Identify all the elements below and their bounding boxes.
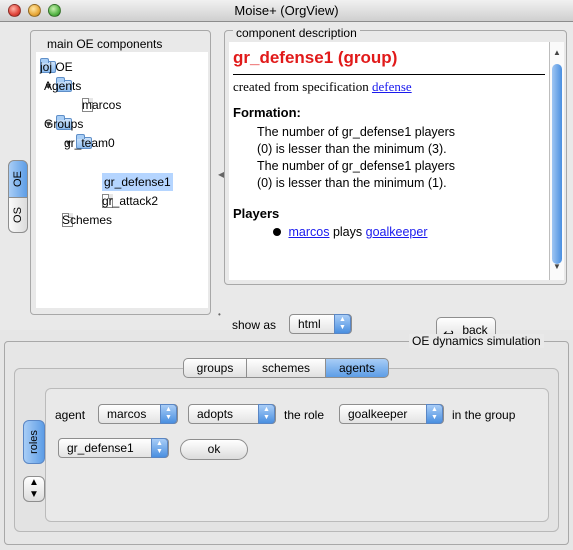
window-title: Moise+ (OrgView) <box>234 3 339 18</box>
splitter-grip-icon[interactable]: • <box>218 310 221 319</box>
tree-node-label: Groups <box>44 117 84 131</box>
top-pane: OE OS main OE components joj OE ▼ Agents… <box>0 22 573 343</box>
tree-node-label: Schemes <box>62 213 113 227</box>
scrollbar-thumb[interactable] <box>552 64 562 264</box>
updown-arrows-icon: ▲▼ <box>160 404 177 424</box>
tree-node-label: Agents <box>44 79 82 93</box>
description-title: component description <box>233 26 360 40</box>
tree-node-label: gr_attack2 <box>102 194 159 208</box>
agent-select-value: marcos <box>107 407 147 421</box>
description-group-box <box>224 30 567 285</box>
role-link[interactable]: goalkeeper <box>365 225 428 239</box>
document-icon <box>82 98 93 112</box>
tab-os[interactable]: OS <box>8 197 28 233</box>
tree-node-label: gr_defense1 <box>102 173 173 191</box>
components-tree[interactable]: joj OE ▼ Agents marcos ▼ Groups ▼ gr_tea… <box>36 52 208 308</box>
description-scrollbar[interactable]: ▲ ▼ <box>549 42 564 280</box>
updown-arrows-icon: ▲▼ <box>258 404 275 424</box>
title-bar: Moise+ (OrgView) <box>0 0 573 22</box>
group-select[interactable]: gr_defense1 ▲▼ <box>58 438 169 458</box>
show-as-label: show as <box>232 318 277 332</box>
ok-button[interactable]: ok <box>180 439 248 460</box>
back-button-label: back <box>462 323 488 337</box>
formation-line: (0) is lesser than the minimum (1). <box>257 176 447 190</box>
minimize-window-button[interactable] <box>28 4 41 17</box>
updown-arrows-icon: ▲▼ <box>334 314 351 334</box>
players-heading: Players <box>233 206 280 221</box>
up-arrow-icon: ▲ <box>29 477 39 488</box>
folder-icon <box>40 58 56 73</box>
in-the-group-label: in the group <box>452 408 516 422</box>
created-from-line: created from specification defense <box>233 79 545 95</box>
specification-link[interactable]: defense <box>371 79 412 94</box>
splitter-left-arrow-icon[interactable]: ◀ <box>218 170 225 179</box>
tab-agents[interactable]: agents <box>325 358 389 378</box>
tab-os-label: OS <box>12 207 24 223</box>
back-arrow-icon: ↩ <box>443 322 454 346</box>
tree-title: main OE components <box>44 37 166 51</box>
tab-oe[interactable]: OE <box>8 160 28 198</box>
tree-node-groups[interactable]: ▼ Groups <box>44 115 83 133</box>
tab-roles[interactable]: roles <box>23 420 45 464</box>
disclosure-triangle-icon[interactable]: ▼ <box>44 119 53 129</box>
player-entry: marcos plays goalkeeper <box>273 225 545 239</box>
simulation-title: OE dynamics simulation <box>409 334 544 348</box>
scroll-down-arrow-icon[interactable]: ▼ <box>553 262 561 271</box>
tree-node-root[interactable]: joj OE <box>40 58 73 76</box>
simulation-group-box <box>4 341 569 545</box>
tree-node-agents[interactable]: ▼ Agents <box>44 77 81 95</box>
tree-node-gr-team0[interactable]: ▼ gr_team0 <box>64 134 115 152</box>
tree-node-label: marcos <box>82 98 122 112</box>
folder-icon <box>76 134 92 149</box>
folder-icon <box>56 77 72 92</box>
created-from-text: created from specification <box>233 79 369 94</box>
tab-oe-label: OE <box>12 171 24 187</box>
description-heading: gr_defense1 (group) <box>233 48 398 67</box>
group-select-value: gr_defense1 <box>67 441 134 455</box>
tree-node-label: joj OE <box>40 60 73 74</box>
formation-line: The number of gr_defense1 players <box>257 125 456 139</box>
tree-node-marcos[interactable]: marcos <box>82 96 121 114</box>
document-icon <box>62 213 73 227</box>
tab-scroll-stepper[interactable]: ▲ ▼ <box>23 476 45 502</box>
formation-heading: Formation: <box>233 105 301 120</box>
tab-groups[interactable]: groups <box>183 358 247 378</box>
updown-arrows-icon: ▲▼ <box>151 438 168 458</box>
tab-schemes[interactable]: schemes <box>246 358 326 378</box>
show-as-value: html <box>298 317 321 331</box>
formation-line: The number of gr_defense1 players <box>257 159 456 173</box>
document-icon <box>102 194 113 208</box>
tree-node-schemes[interactable]: Schemes <box>62 211 112 229</box>
disclosure-triangle-icon[interactable]: ▼ <box>64 138 73 148</box>
tab-roles-label: roles <box>28 430 40 454</box>
description-html-view: gr_defense1 (group) created from specifi… <box>229 42 549 280</box>
bullet-icon <box>273 228 281 236</box>
updown-arrows-icon: ▲▼ <box>426 404 443 424</box>
player-link[interactable]: marcos <box>288 225 330 239</box>
folder-icon <box>56 115 72 130</box>
tree-node-gr-defense1[interactable]: gr_defense1 <box>102 173 173 191</box>
down-arrow-icon: ▼ <box>29 489 39 500</box>
action-select[interactable]: adopts ▲▼ <box>188 404 276 424</box>
divider <box>233 74 545 75</box>
zoom-window-button[interactable] <box>48 4 61 17</box>
agent-select[interactable]: marcos ▲▼ <box>98 404 178 424</box>
tree-node-gr-attack2[interactable]: gr_attack2 <box>102 192 158 210</box>
tree-node-label: gr_team0 <box>64 136 115 150</box>
plays-text: plays <box>332 225 363 239</box>
disclosure-triangle-icon[interactable]: ▼ <box>44 81 53 91</box>
role-select[interactable]: goalkeeper ▲▼ <box>339 404 444 424</box>
tree-group-box <box>30 30 211 315</box>
role-select-value: goalkeeper <box>348 407 408 421</box>
the-role-label: the role <box>284 408 325 422</box>
action-select-value: adopts <box>197 407 234 421</box>
formation-line: (0) is lesser than the minimum (3). <box>257 142 447 156</box>
show-as-select[interactable]: html ▲▼ <box>289 314 352 334</box>
scroll-up-arrow-icon[interactable]: ▲ <box>553 48 561 57</box>
close-window-button[interactable] <box>8 4 21 17</box>
agent-label: agent <box>55 408 86 422</box>
